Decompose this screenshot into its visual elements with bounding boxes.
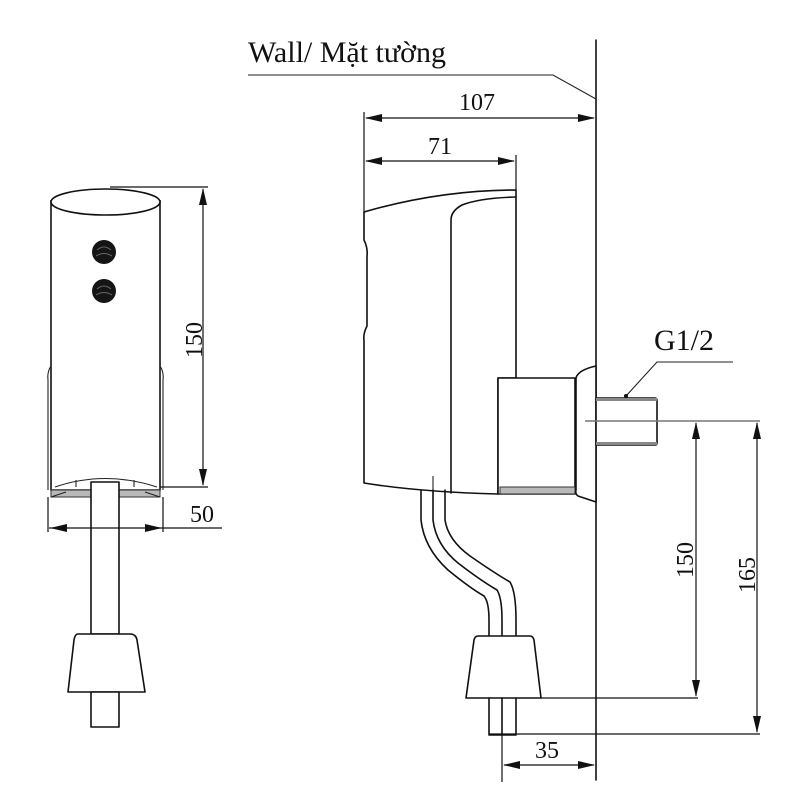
side-pipe-mid — [432, 489, 503, 638]
front-nut — [67, 633, 146, 693]
side-pipe-outer — [420, 489, 490, 638]
side-body — [363, 189, 517, 495]
front-height-dim-label: 150 — [182, 322, 208, 358]
side-front-face — [450, 196, 517, 494]
side-pipe-inner — [444, 489, 517, 638]
side-mount-block — [497, 377, 576, 495]
overall-depth-dim-label: 107 — [459, 90, 495, 116]
side-view: Wall/ Mặt tường G1/2 107 — [248, 36, 761, 782]
thread-leader — [625, 361, 733, 397]
front-left-notch — [47, 365, 52, 490]
wall-label: Wall/ Mặt tường — [248, 36, 446, 69]
side-nut — [465, 635, 542, 699]
front-right-notch — [159, 365, 164, 490]
thread-label: G1/2 — [654, 324, 714, 357]
inlet-outlet-dim-label: 150 — [673, 542, 699, 578]
front-width-dim-label: 50 — [190, 502, 214, 528]
sensor-icon — [92, 240, 116, 303]
outlet-offset-dim-label: 35 — [535, 738, 559, 764]
side-wall-flange — [574, 365, 597, 503]
wall-leader — [248, 74, 597, 100]
inlet-bottom-dim-label: 165 — [735, 557, 761, 593]
front-view: 150 50 — [47, 186, 222, 728]
front-outlet — [90, 691, 120, 728]
body-depth-dim-label: 71 — [428, 134, 452, 160]
side-outlet — [488, 697, 517, 736]
front-pipe — [90, 481, 120, 635]
front-base-curve — [54, 478, 158, 488]
front-top-ellipse — [50, 188, 161, 216]
